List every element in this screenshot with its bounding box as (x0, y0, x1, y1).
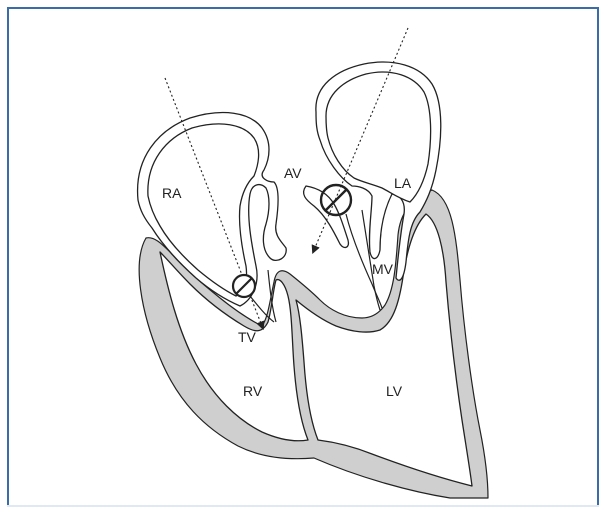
label-la: LA (394, 175, 412, 191)
label-lv: LV (386, 383, 403, 399)
no-symbol-icon (233, 275, 255, 297)
label-tv: TV (238, 329, 257, 345)
label-ra: RA (162, 185, 182, 201)
label-rv: RV (243, 383, 263, 399)
label-av: AV (284, 165, 302, 181)
left-atrium-cavity (326, 72, 431, 202)
label-mv: MV (372, 261, 394, 277)
